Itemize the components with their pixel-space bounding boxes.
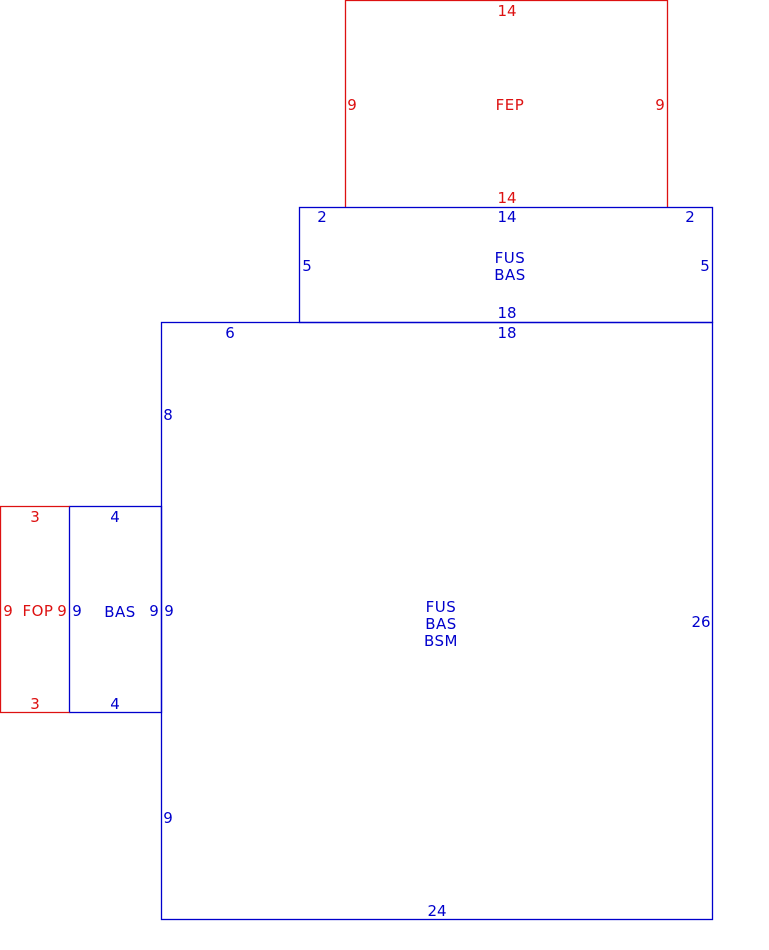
fep-outline — [344, 0, 669, 207]
fop-dim-top: 3 — [30, 508, 40, 526]
fep-code-label: FEP — [496, 96, 525, 114]
bas-side-code-label: BAS — [104, 603, 136, 621]
upper-dim-top-right-edge: 2 — [685, 208, 695, 226]
main-code-label-3: BSM — [424, 632, 458, 650]
upper-dim-left: 5 — [302, 257, 312, 275]
fep-dim-bottom: 14 — [497, 189, 516, 207]
fop-outline — [0, 505, 70, 714]
upper-code-label-1: FUS — [495, 249, 526, 267]
fop-code-label: FOP — [23, 602, 54, 620]
fop-dim-left: 9 — [3, 602, 13, 620]
main-dim-top-left: 6 — [225, 324, 235, 342]
main-dim-right: 26 — [691, 613, 710, 631]
area-bas-side: 4 9 9 4 BAS — [68, 505, 163, 714]
area-fep: 14 9 9 14 FEP — [344, 0, 669, 207]
bas-side-outline — [68, 505, 163, 714]
fep-dim-right: 9 — [655, 96, 665, 114]
main-dim-left-middle: 9 — [164, 602, 174, 620]
fep-dim-left: 9 — [347, 96, 357, 114]
bas-side-dim-right: 9 — [149, 602, 159, 620]
bas-side-dim-bottom: 4 — [110, 695, 120, 713]
fop-dim-right: 9 — [57, 602, 67, 620]
upper-dim-bottom: 18 — [497, 304, 516, 322]
upper-code-label-2: BAS — [494, 266, 526, 284]
fop-dim-bottom: 3 — [30, 695, 40, 713]
bas-side-dim-left: 9 — [72, 602, 82, 620]
area-main: 6 18 8 9 9 26 24 FUS BAS BSM — [160, 321, 714, 921]
main-dim-top: 18 — [497, 324, 516, 342]
bas-side-dim-top: 4 — [110, 508, 120, 526]
main-code-label-2: BAS — [425, 615, 457, 633]
upper-dim-top: 14 — [497, 208, 516, 226]
upper-dim-top-left-edge: 2 — [317, 208, 327, 226]
area-upper: 2 14 2 5 5 18 FUS BAS — [298, 206, 714, 324]
main-dim-left-upper: 8 — [163, 406, 173, 424]
area-fop: 3 9 FOP 9 3 — [0, 505, 70, 714]
main-dim-bottom: 24 — [427, 902, 446, 920]
main-code-label-1: FUS — [426, 598, 457, 616]
main-dim-left-lower: 9 — [163, 809, 173, 827]
upper-dim-right: 5 — [700, 257, 710, 275]
fep-dim-top: 14 — [497, 2, 516, 20]
